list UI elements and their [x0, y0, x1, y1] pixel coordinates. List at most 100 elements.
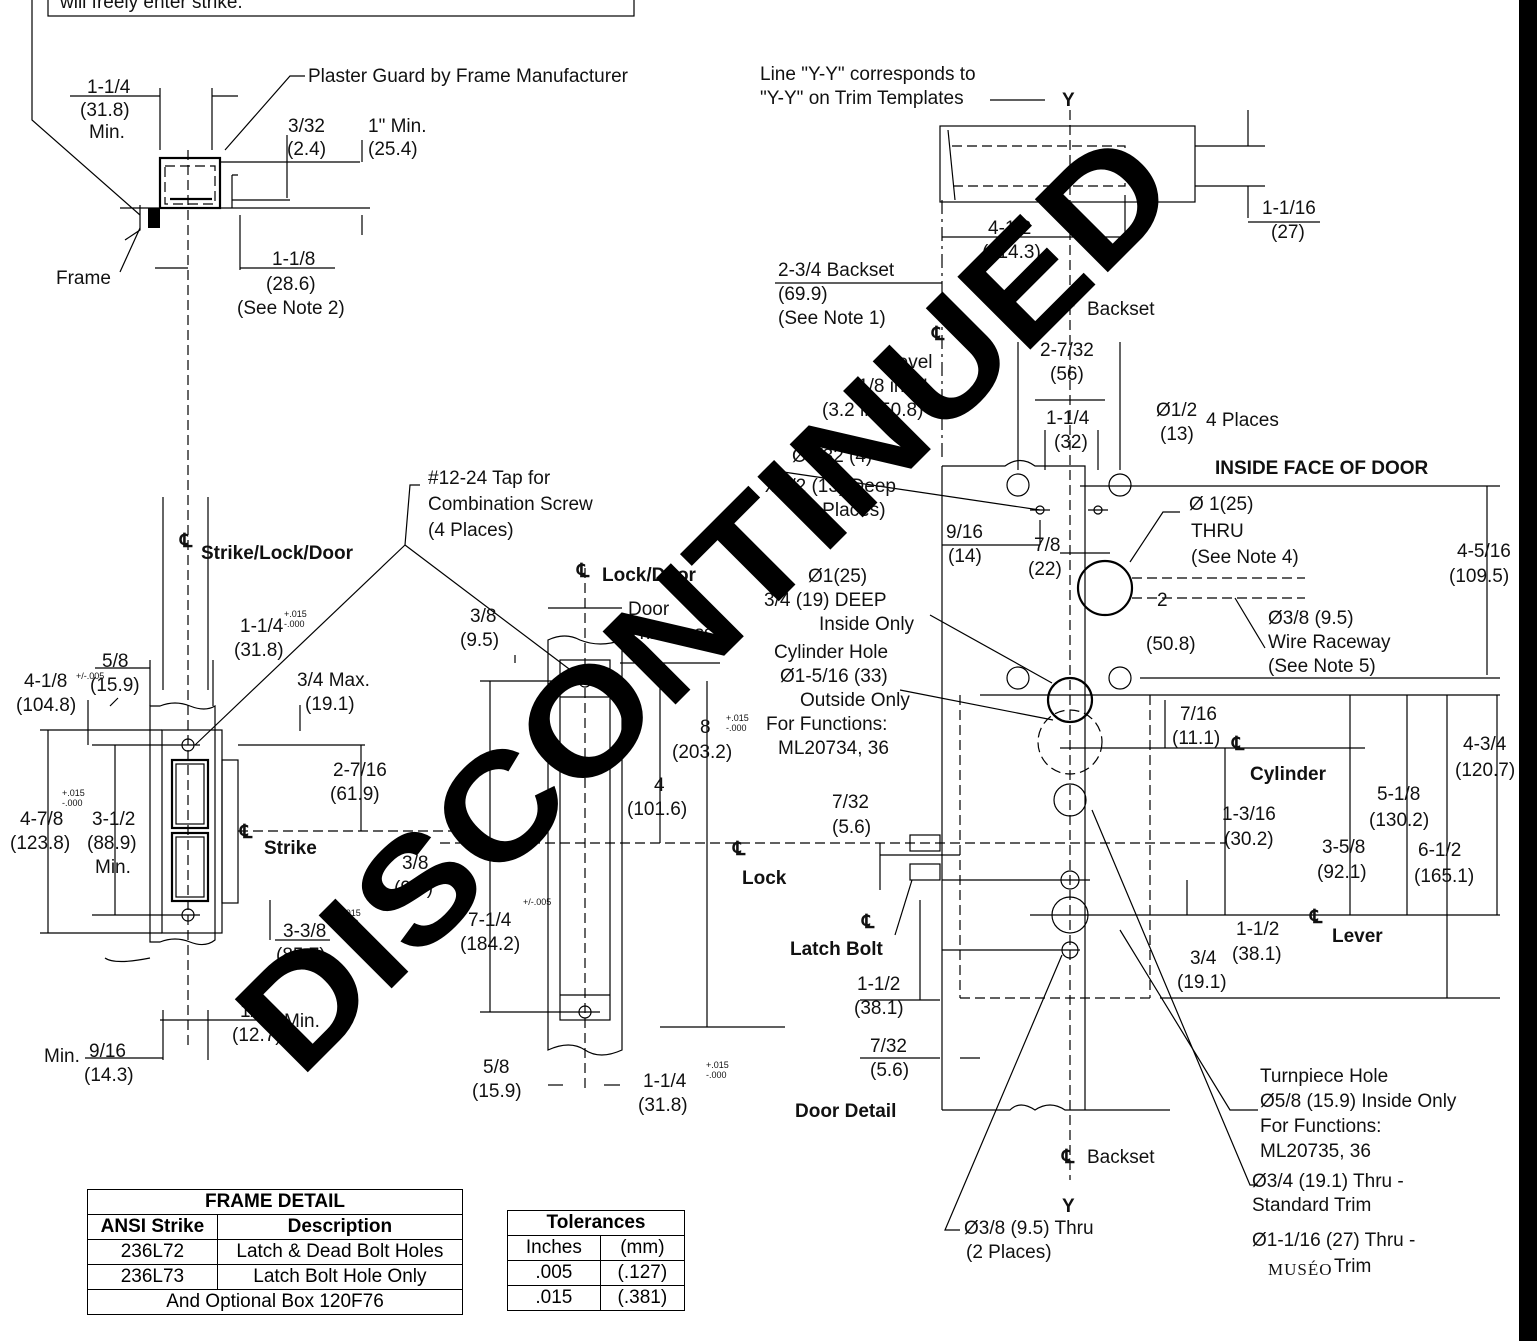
svg-text:℄: ℄	[239, 822, 253, 843]
dim-label: (88.9)	[87, 833, 137, 854]
inside-face-label: INSIDE FACE OF DOOR	[1215, 458, 1429, 479]
dim-label: Ø3/4 (19.1) Thru -	[1252, 1171, 1404, 1192]
table-cell: .005	[507, 1260, 601, 1286]
dim-label: 4-5/16	[1457, 541, 1511, 562]
table-header: ANSI Strike	[87, 1214, 218, 1240]
dim-label: (61.9)	[330, 784, 380, 805]
dim-label: 1-1/2	[857, 974, 900, 995]
svg-text:℄: ℄	[1061, 290, 1075, 311]
dim-label: 3-1/2	[92, 809, 135, 830]
dim-label: 2-7/32	[1040, 340, 1094, 361]
dim-label: 1-1/4	[240, 616, 284, 637]
dim-label: Ø1-5/16 (33)	[780, 666, 888, 687]
dim-label: Ø1/2	[1156, 400, 1197, 421]
dim-label: (184.2)	[460, 934, 520, 955]
dim-label: (9.5)	[394, 878, 433, 899]
dim-label: (203.2)	[672, 742, 732, 763]
dim-label: 1-1/2	[1236, 919, 1279, 940]
frame-section	[70, 75, 370, 1050]
dim-label: 1-1/8	[272, 249, 315, 270]
dim-label: (See Note 1)	[778, 308, 886, 329]
dim-label: (30.2)	[1224, 829, 1274, 850]
dim-label: (85.7)	[276, 945, 326, 966]
dim-label: (50.8)	[1146, 634, 1196, 655]
table-header: Description	[216, 1214, 464, 1240]
dim-label: Line "Y-Y" corresponds to	[760, 64, 976, 85]
dim-label: 5-1/8	[1377, 784, 1420, 805]
dim-label: 3/4 (19) DEEP	[764, 590, 887, 611]
dim-label: 3/4	[1190, 948, 1217, 969]
svg-text:℄: ℄	[1231, 734, 1245, 755]
dim-label: (104.8)	[16, 695, 76, 716]
dim-label: Backset	[1087, 1147, 1155, 1168]
dim-label: For Functions:	[1260, 1116, 1381, 1137]
dim-label: 2	[1157, 590, 1168, 611]
cl-strike-lock-door-label: Strike/Lock/Door	[201, 543, 354, 564]
table-row: 236L73 Latch Bolt Hole Only	[87, 1264, 464, 1290]
dim-label: (5.6)	[870, 1060, 909, 1081]
dim-label: Backset	[1087, 299, 1155, 320]
dim-label: Door	[628, 599, 670, 620]
dim-label: (165.1)	[1414, 866, 1474, 887]
dim-label: (12.7)	[232, 1025, 282, 1046]
top-note: will freely enter strike.	[59, 0, 243, 13]
dim-label: 7/32	[870, 1036, 907, 1057]
table-cell: 236L72	[87, 1239, 218, 1265]
dim-label: Thickness	[628, 623, 714, 644]
dim-label: Ø3/8 (9.5)	[1268, 608, 1354, 629]
tolerances-table: Tolerances Inches (mm) .005 (.127) .015 …	[507, 1210, 686, 1311]
cl-strike-label: Strike	[264, 838, 317, 859]
dim-label: Ø 1(25)	[1189, 494, 1253, 515]
cl-cylinder-label: Cylinder	[1250, 764, 1327, 785]
dim-label: Standard Trim	[1252, 1195, 1371, 1216]
dim-label: Wire Raceway	[1268, 632, 1391, 653]
dim-label: 4-1/8	[24, 671, 67, 692]
dim-label: (31.8)	[638, 1095, 688, 1116]
dim-label: (15.9)	[472, 1081, 522, 1102]
y-marker: Y	[1062, 90, 1075, 111]
dim-label: (27)	[1271, 222, 1305, 243]
dim-label: (See Note 2)	[237, 298, 345, 319]
tolerance-value: +/-.005	[523, 897, 551, 907]
tolerance-minus: -.000	[726, 723, 747, 733]
dim-label: Ø5/8 (15.9) Inside Only	[1260, 1091, 1457, 1112]
tolerance-value: +/-.005	[76, 671, 104, 681]
dim-label: (92.1)	[1317, 862, 1367, 883]
dim-label: 4	[654, 775, 665, 796]
dim-label: 3/8	[402, 853, 428, 874]
dim-label: (130.2)	[1369, 810, 1429, 831]
dim-label: 7-1/4	[468, 910, 512, 931]
table-row: 236L72 Latch & Dead Bolt Holes	[87, 1239, 464, 1265]
svg-text:℄: ℄	[576, 561, 590, 582]
tolerance-plus: +.015	[706, 1060, 729, 1070]
dim-label: 7/16	[1180, 704, 1217, 725]
dim-label: (19.1)	[1177, 972, 1227, 993]
dim-label: (9.5)	[460, 630, 499, 651]
note-leader	[31, 0, 141, 216]
dim-label: THRU	[1191, 521, 1244, 542]
dim-label: Ø3/8 (9.5) Thru	[964, 1218, 1094, 1239]
strike-plate	[40, 484, 460, 1060]
dim-label: 3/32	[288, 116, 325, 137]
dim-label: (114.3)	[982, 242, 1041, 263]
dim-label: Inside Only	[819, 614, 915, 635]
dim-label: 1-3/16	[1222, 804, 1276, 825]
dim-label: (11.1)	[1172, 728, 1220, 749]
dim-label: (14.3)	[84, 1065, 134, 1086]
dim-label: 3-3/8	[283, 921, 326, 942]
dim-label: 9/16	[89, 1041, 126, 1062]
dim-label: (2.4)	[287, 139, 326, 160]
dim-label: (19.1)	[305, 694, 355, 715]
dim-label: 1-1/4	[1046, 408, 1090, 429]
dim-label: Min.	[284, 1011, 320, 1032]
tolerance-plus: +.015	[338, 908, 361, 918]
dim-label: (123.8)	[10, 833, 70, 854]
table-header: (mm)	[599, 1235, 686, 1261]
dim-label: (38.1)	[1232, 944, 1282, 965]
dim-label: Min.	[44, 1046, 80, 1067]
dim-label: 3/8	[470, 606, 496, 627]
svg-text:℄: ℄	[1061, 1147, 1075, 1168]
plaster-guard-label: Plaster Guard by Frame Manufacturer	[308, 66, 629, 87]
